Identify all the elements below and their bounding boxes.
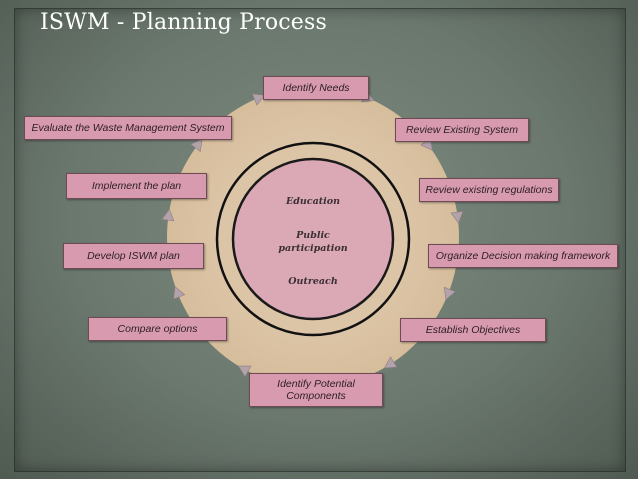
center-outreach: Outreach — [288, 276, 338, 287]
cycle-arrow-icon — [383, 356, 398, 369]
step-implement-the-plan: Implement the plan — [66, 173, 207, 199]
step-identify-potential-components: Identify Potential Components — [249, 373, 383, 407]
step-identify-needs: Identify Needs — [263, 76, 369, 100]
slide-title: ISWM - Planning Process — [40, 10, 327, 35]
step-review-existing-regulations: Review existing regulations — [419, 178, 559, 202]
step-evaluate-system: Evaluate the Waste Management System — [24, 116, 232, 140]
center-public-participation: Public participation — [278, 230, 348, 254]
step-organize-decision-framework: Organize Decision making framework — [428, 244, 618, 268]
step-develop-iswm-plan: Develop ISWM plan — [63, 243, 204, 269]
cycle-arrow-icon — [251, 93, 266, 106]
step-review-existing-system: Review Existing System — [395, 118, 529, 142]
slide-frame — [14, 8, 626, 472]
cycle-arrow-icon — [173, 286, 186, 300]
cycle-arrow-icon — [190, 138, 203, 153]
cycle-arrow-icon — [443, 286, 456, 301]
center-circle — [231, 157, 395, 321]
center-education: Education — [286, 196, 340, 207]
cycle-arrow-icon — [161, 208, 175, 222]
step-establish-objectives: Establish Objectives — [400, 318, 546, 342]
cycle-arrow-icon — [450, 210, 464, 224]
cycle-arrow-icon — [237, 365, 252, 378]
step-compare-options: Compare options — [88, 317, 227, 341]
